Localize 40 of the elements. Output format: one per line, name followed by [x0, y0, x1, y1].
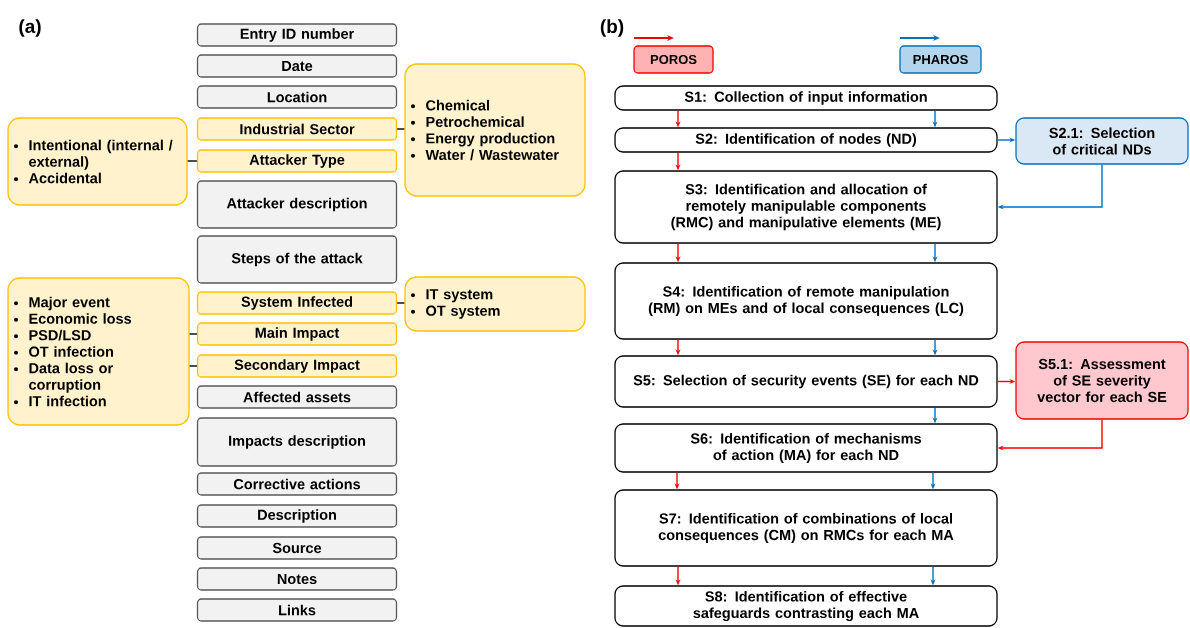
connector-line: [188, 365, 198, 367]
field-box: Affected assets: [196, 385, 398, 409]
field-box: Corrective actions: [196, 472, 398, 496]
field-box: System Infected: [196, 291, 398, 315]
option-list-box: Major event Economic loss PSD/LSD OT infection Data loss or corruption IT infection: [7, 277, 190, 426]
step-box: S7: Identification of combinations of local consequences (CM) on RMCs for each MA: [614, 489, 998, 567]
substep-box: S2.1: Selection of critical NDs: [1015, 117, 1189, 165]
connector-line: [396, 302, 406, 304]
step-box: S4: Identification of remote manipulation (RM) on MEs and of local consequences (LC): [614, 262, 998, 340]
field-box: Date: [196, 54, 398, 78]
field-box: Steps of the attack: [196, 235, 398, 284]
field-box: Description: [196, 504, 398, 528]
step-box: S8: Identification of effective safeguards contrasting each MA: [614, 585, 998, 627]
field-box: Attacker description: [196, 180, 398, 229]
field-box: Location: [196, 85, 398, 109]
connector-line: [186, 160, 198, 162]
field-box: Main Impact: [196, 322, 398, 346]
field-box: Industrial Sector: [196, 117, 398, 141]
panel-label: (a): [19, 19, 41, 37]
step-box: S5: Selection of security events (SE) for each ND: [614, 355, 998, 408]
step-box: S6: Identification of mechanisms of action (MA) for each ND: [614, 423, 998, 473]
field-box: Entry ID number: [196, 23, 398, 47]
option-list-box: Intentional (internal / external) Accidental: [7, 117, 188, 206]
legend-box: POROS: [633, 45, 714, 74]
step-box: S1: Collection of input information: [614, 85, 998, 111]
connector-line: [188, 333, 198, 335]
panel-label: (b): [600, 19, 624, 37]
field-box: Impacts description: [196, 417, 398, 467]
substep-box: S5.1: Assessment of SE severity vector for each SE: [1015, 341, 1189, 420]
field-box: Attacker Type: [196, 149, 398, 173]
field-box: Notes: [196, 567, 398, 591]
field-box: Source: [196, 536, 398, 560]
step-box: S3: Identification and allocation of remotely manipulable components (RMC) and manipulative elements (ME): [614, 170, 998, 244]
connector-line: [396, 128, 406, 130]
option-list-box: IT system OT system: [404, 276, 586, 332]
step-box: S2: Identification of nodes (ND): [614, 127, 998, 153]
legend-box: PHAROS: [899, 45, 982, 74]
field-box: Links: [196, 598, 398, 622]
option-list-box: Chemical Petrochemical Energy production Water / Wastewater: [404, 63, 586, 197]
field-box: Secondary Impact: [196, 354, 398, 378]
